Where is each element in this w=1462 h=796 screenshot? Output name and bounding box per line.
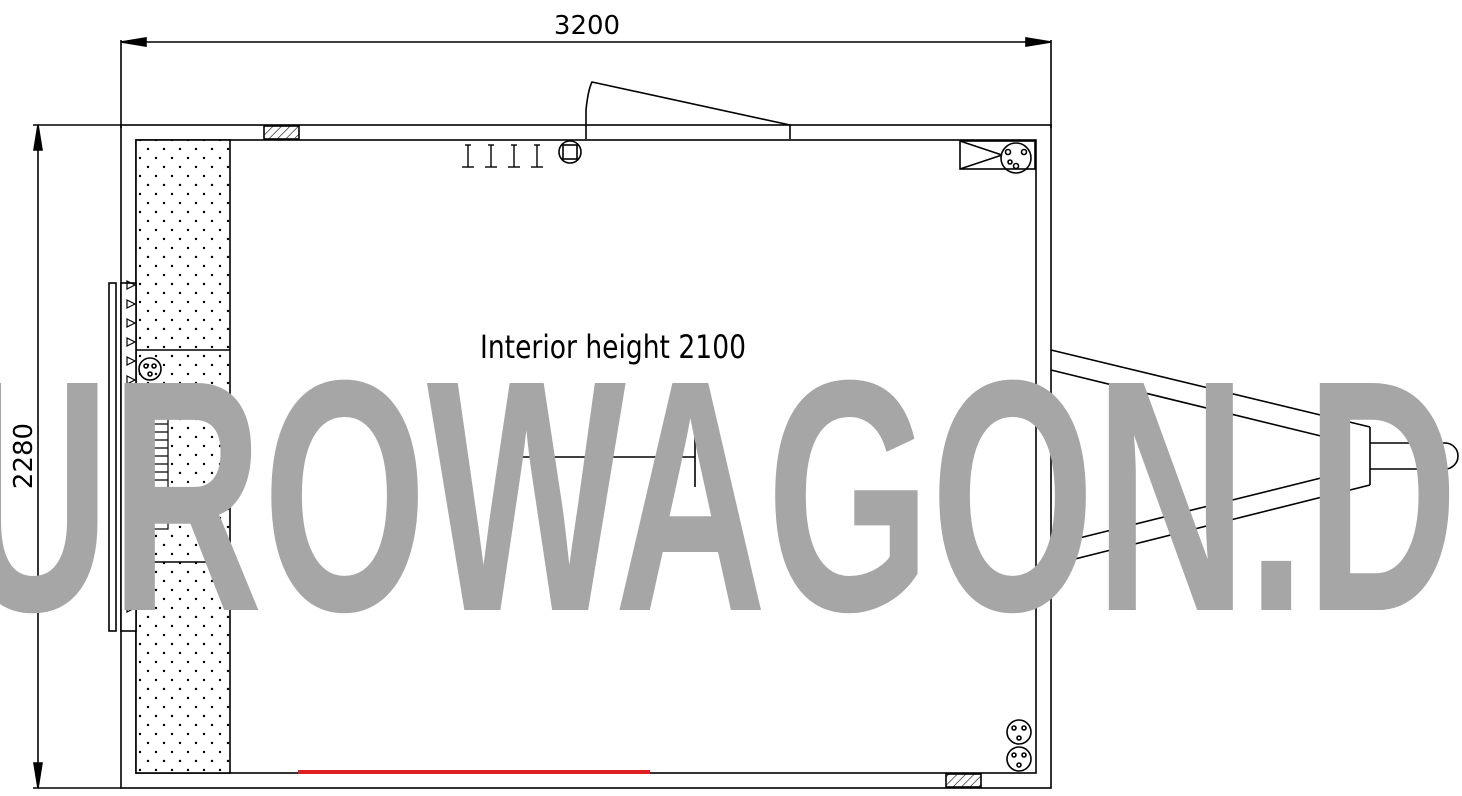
coat-hooks <box>462 144 543 168</box>
side-door <box>585 81 791 139</box>
hatch-hinge-markers <box>126 280 137 613</box>
interior-height-label: Interior height 2100 <box>480 328 746 366</box>
left-counter <box>135 139 231 774</box>
center-rail <box>503 427 696 487</box>
serving-hatch <box>108 282 137 632</box>
bottom-vent <box>945 773 982 788</box>
counter-socket <box>138 357 162 381</box>
wall-switch-icon <box>558 140 582 164</box>
top-vent <box>263 125 300 140</box>
top-right-outlet-unit <box>959 140 1036 174</box>
grill-unit <box>137 383 169 530</box>
width-dimension-label: 3200 <box>554 11 620 41</box>
width-dimension <box>120 37 1052 128</box>
bottom-right-sockets <box>1006 719 1032 772</box>
depth-dimension-label: 2280 <box>9 423 39 489</box>
watermark-text: UROWAGON.D <box>0 311 1458 680</box>
depth-dimension <box>33 124 121 789</box>
tow-drawbar <box>1050 349 1459 566</box>
